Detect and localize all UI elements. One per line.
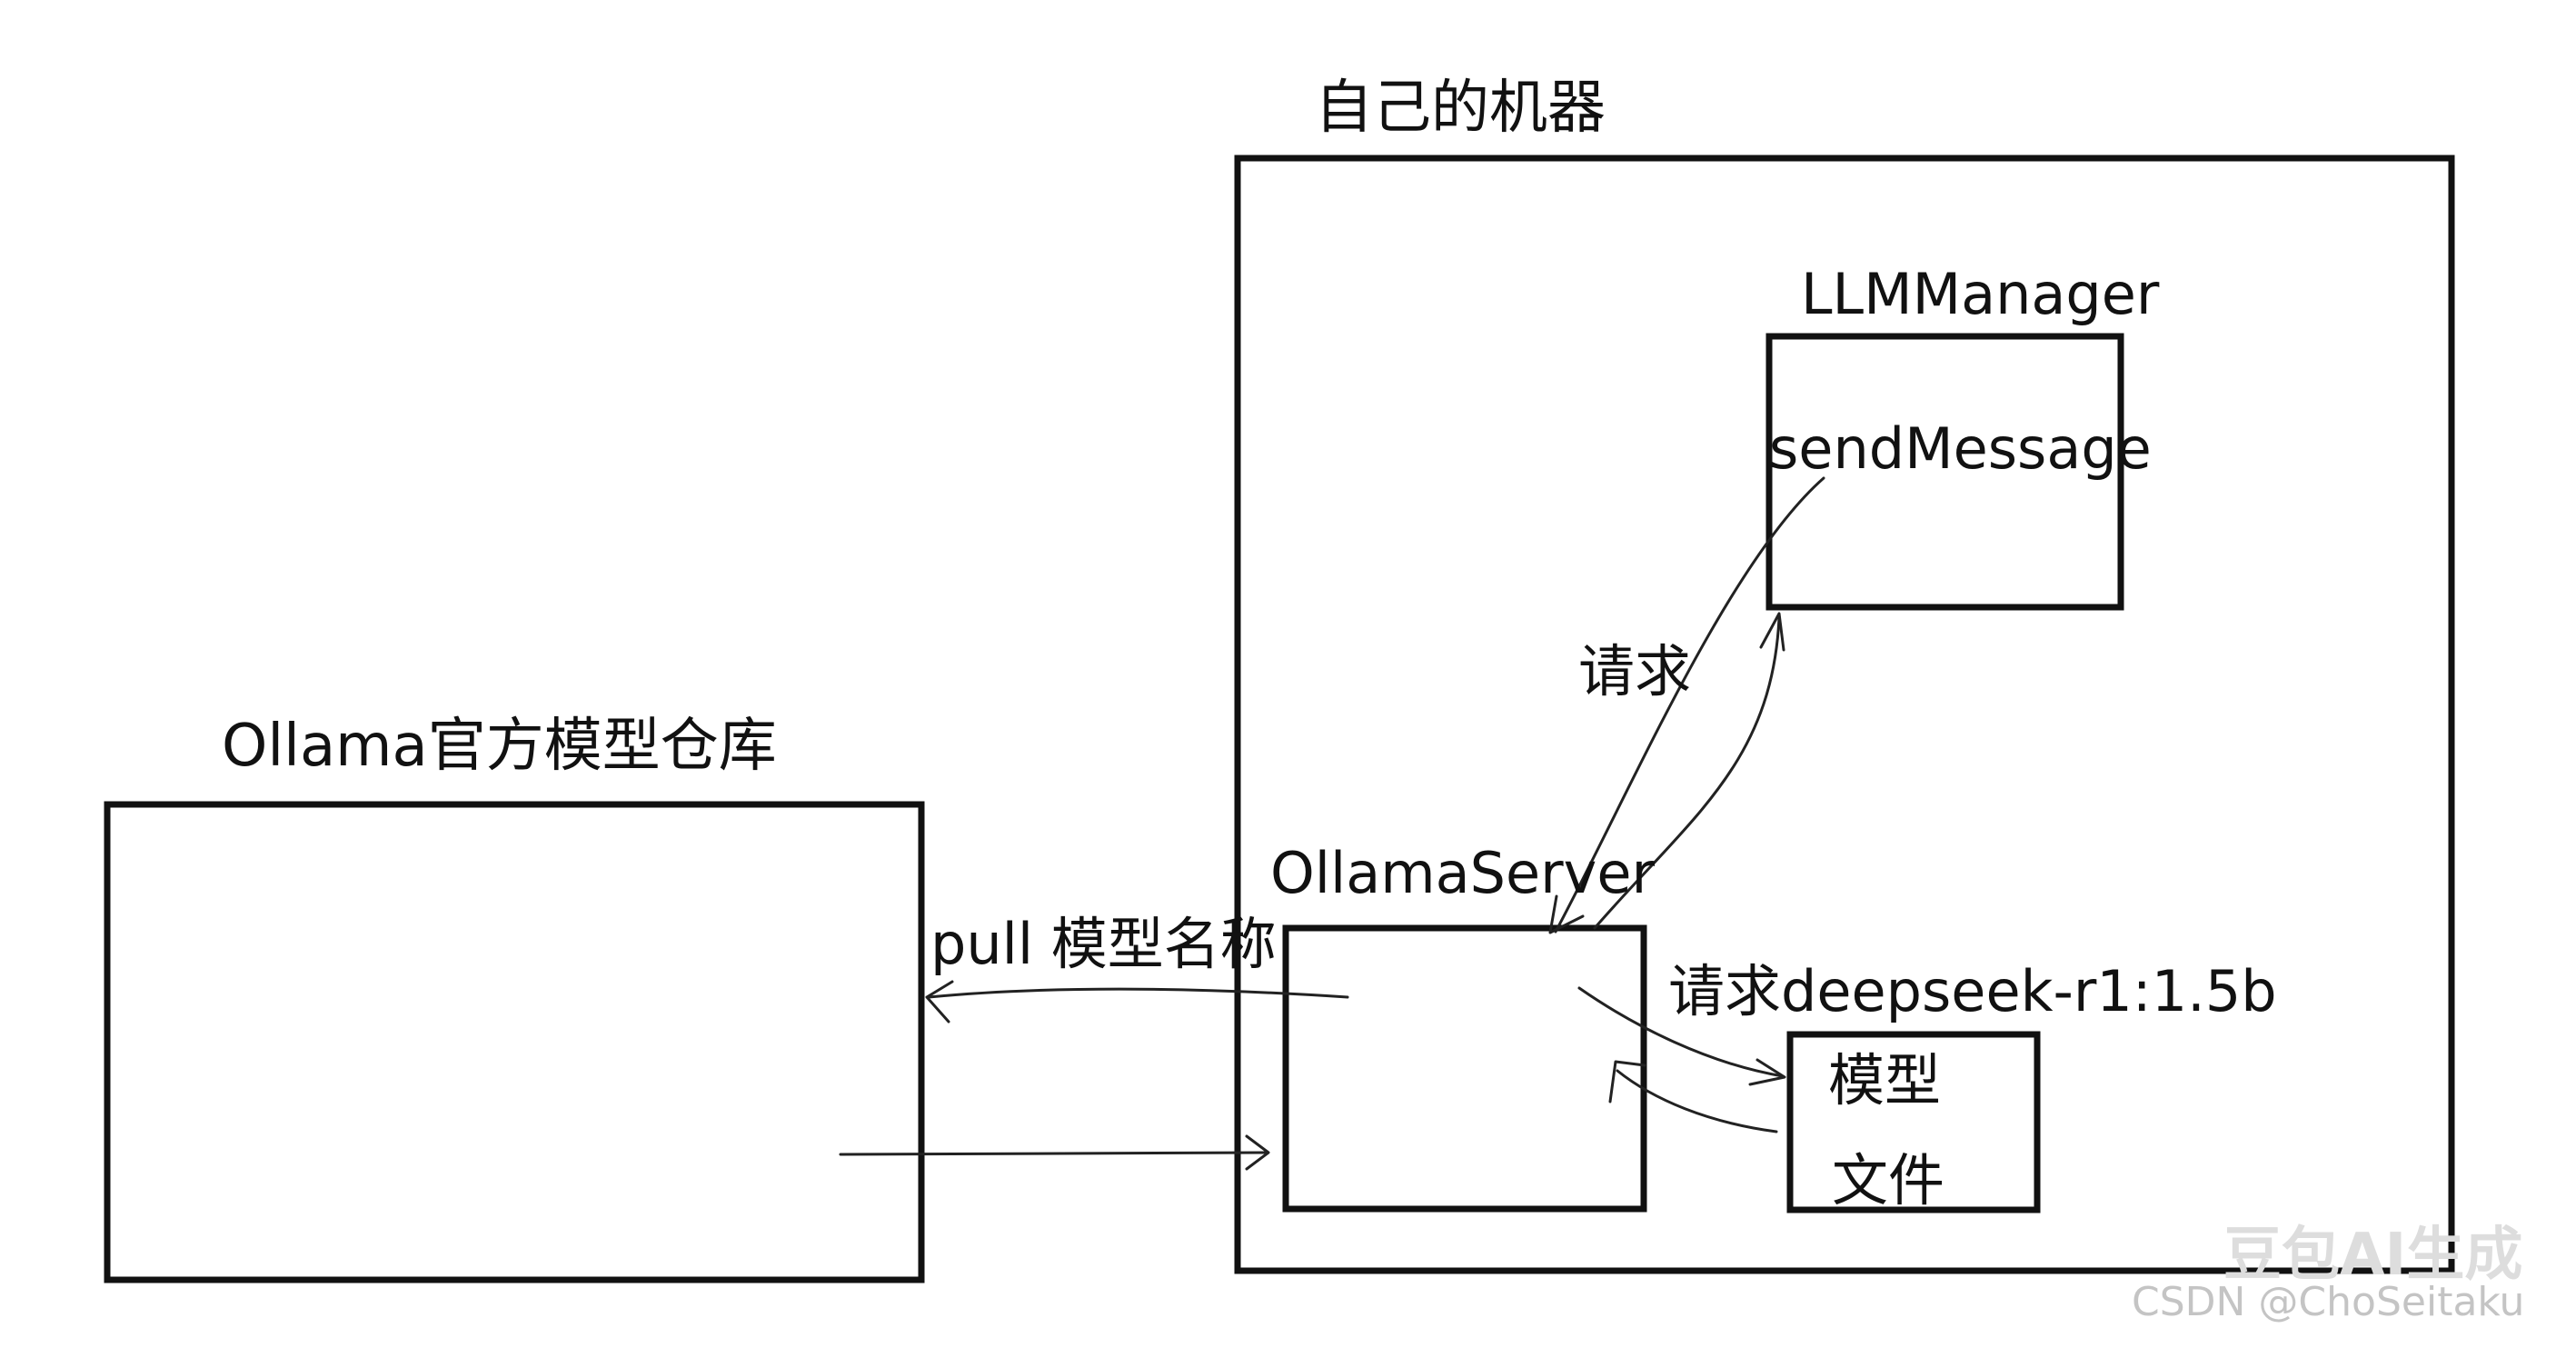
own-machine-label: 自己的机器: [1315, 75, 1606, 142]
response-arrow-up-head: [1759, 612, 1785, 652]
request-model-label: 请求deepseek-r1:1.5b: [1668, 958, 2277, 1024]
ollama-server-box: [1282, 924, 1647, 1213]
llm-manager-label: LLMManager: [1801, 261, 2160, 327]
model-file-box: [1786, 1031, 2041, 1213]
download-arrow: [839, 1151, 1268, 1156]
download-arrow-head: [1245, 1134, 1270, 1171]
pull-label: pull 模型名称: [930, 911, 1277, 977]
model-file-line2: 文件: [1832, 1147, 1944, 1213]
model-request-arrow: [1577, 986, 1785, 1078]
repo-label: Ollama官方模型仓库: [222, 713, 777, 780]
send-message-label: sendMessage: [1769, 415, 2152, 482]
model-return-arrow: [1616, 1069, 1778, 1133]
model-file-line1: 模型: [1828, 1047, 1941, 1113]
ollama-server-label: OllamaServer: [1270, 840, 1655, 906]
model-return-arrow-head: [1608, 1060, 1646, 1103]
credit-watermark: CSDN @ChoSeitaku: [2132, 1279, 2524, 1325]
request-arrow-down: [1554, 476, 1825, 934]
response-arrow-up: [1593, 616, 1781, 930]
request-arrow-down-head: [1548, 894, 1585, 934]
model-request-arrow-head: [1748, 1058, 1786, 1086]
repo-box: [104, 801, 925, 1283]
own-machine-box: [1234, 155, 2455, 1274]
brand-watermark: 豆包AI生成: [2223, 1222, 2522, 1289]
pull-arrow: [927, 987, 1349, 999]
llm-manager-box: [1765, 333, 2124, 611]
pull-arrow-head: [925, 980, 954, 1023]
request-label: 请求: [1578, 638, 1691, 704]
